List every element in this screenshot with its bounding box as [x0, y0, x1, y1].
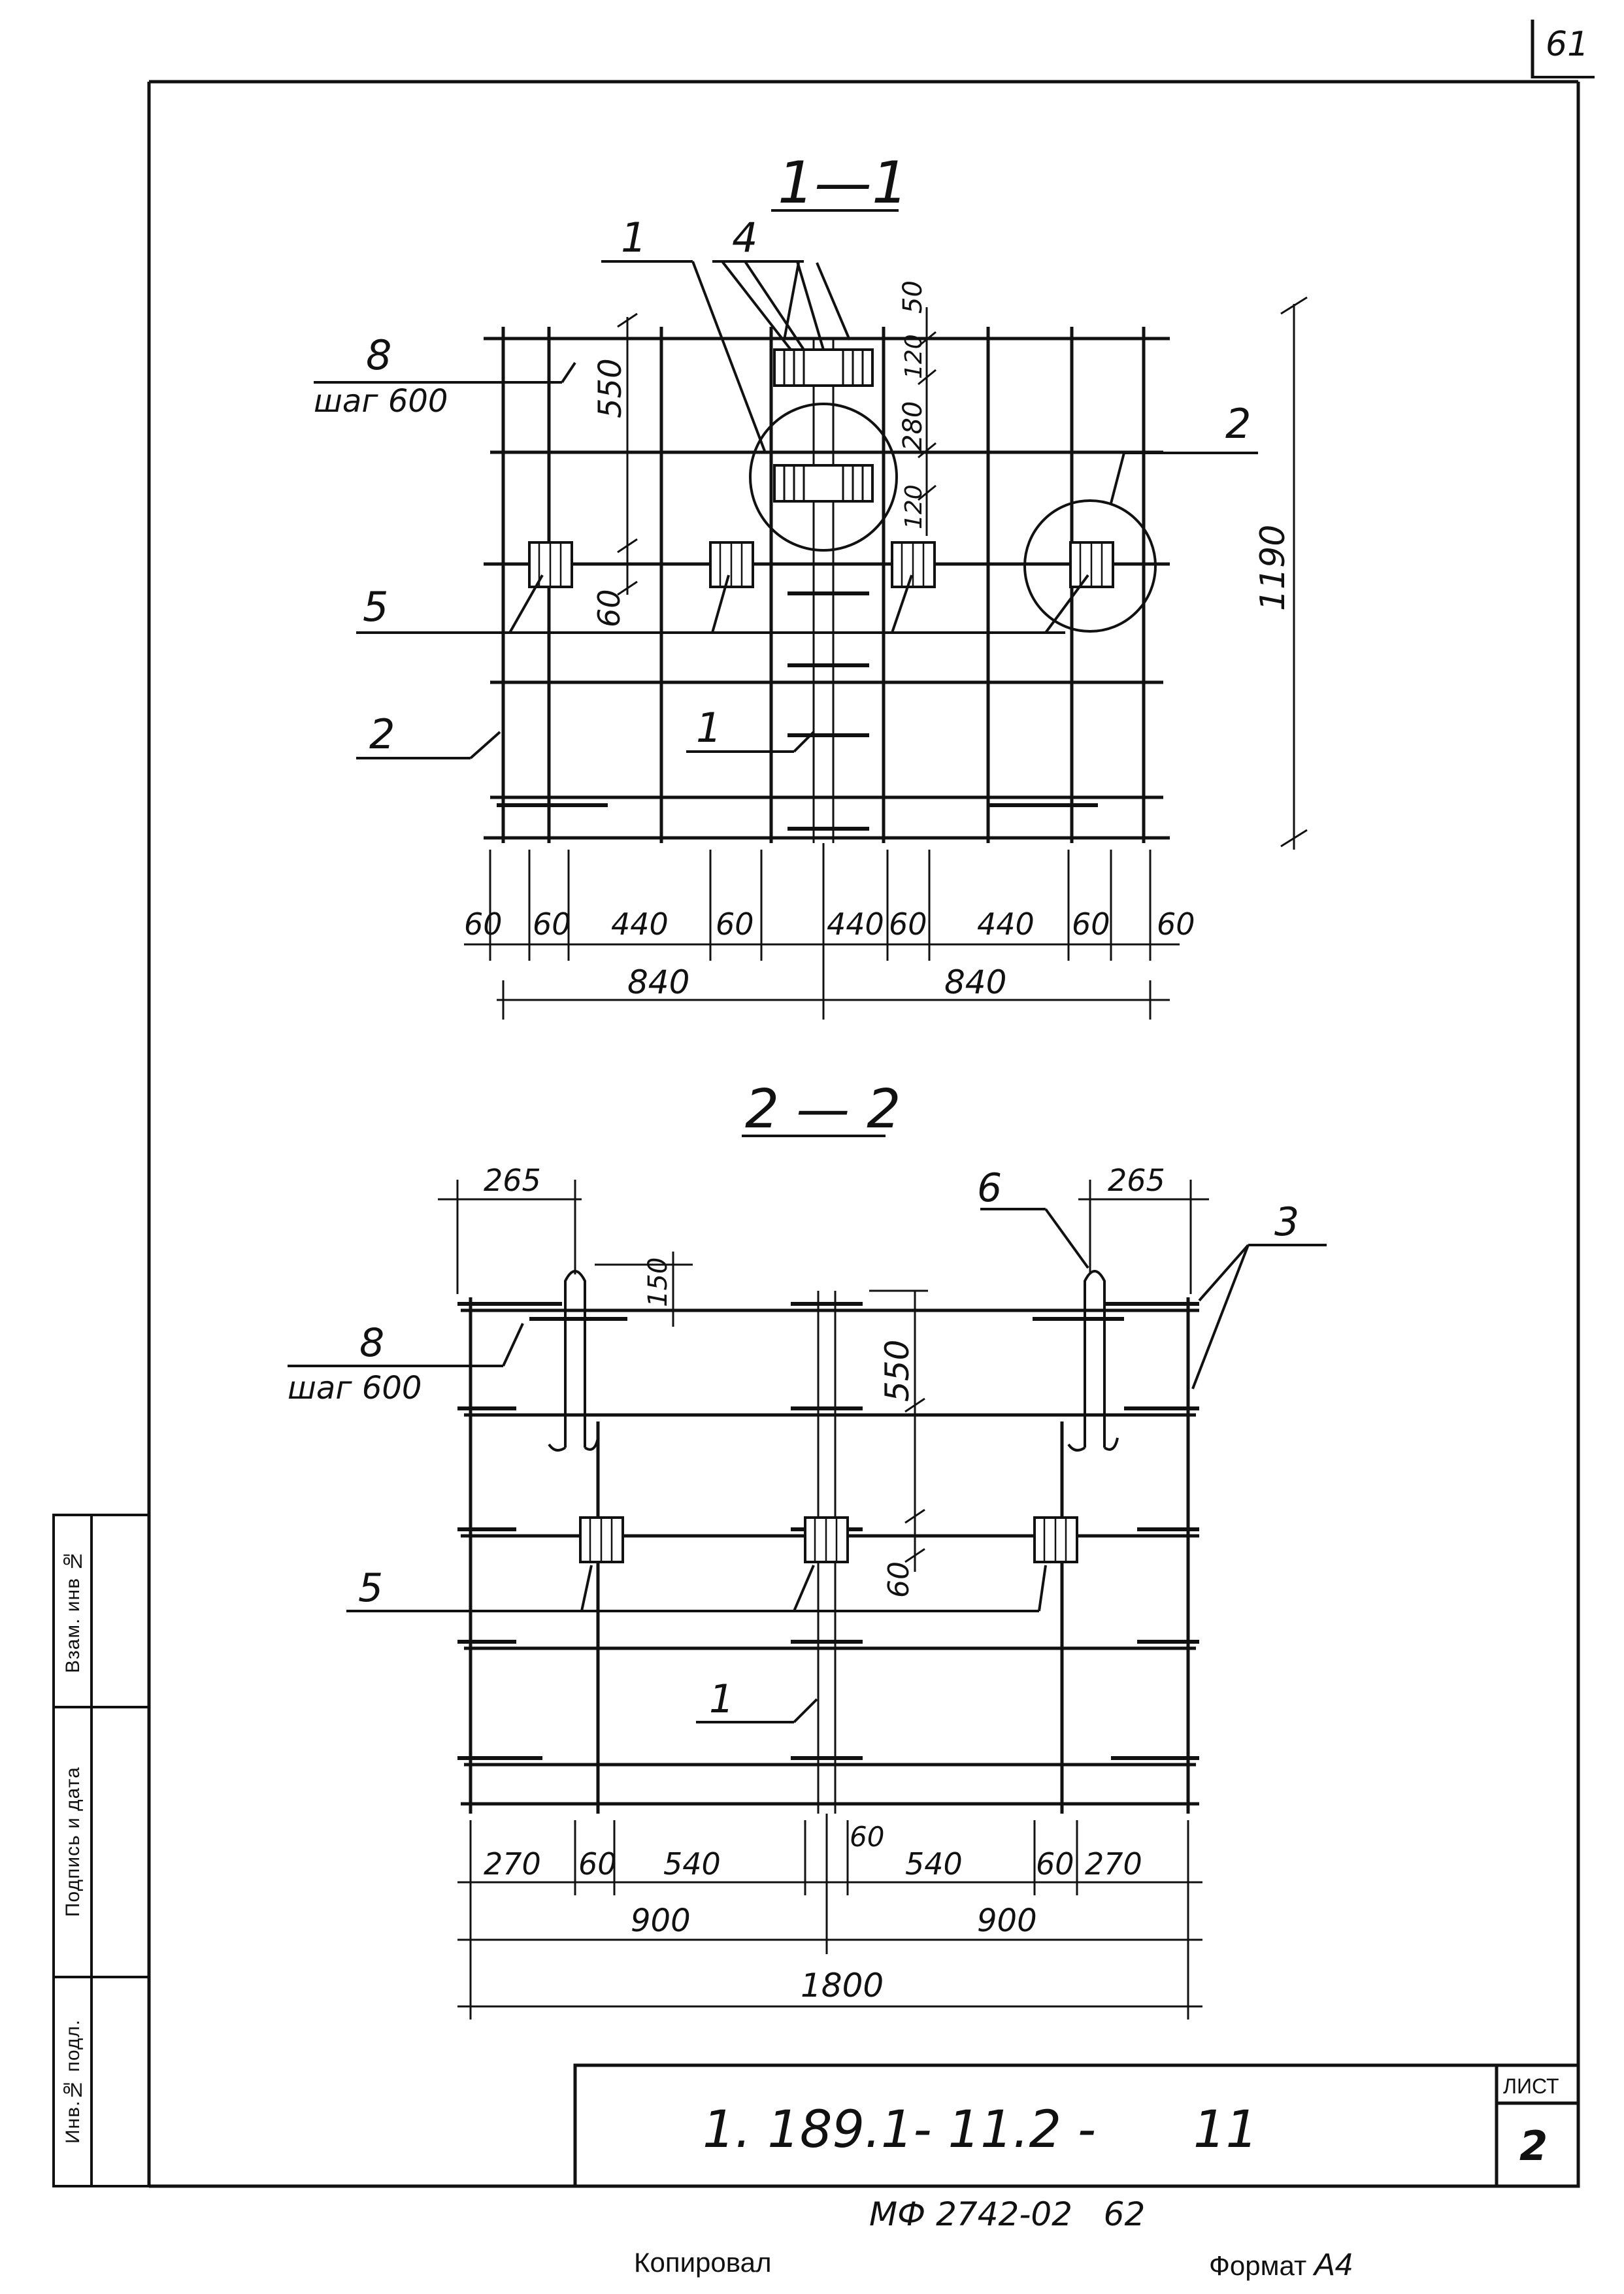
- callout-4: 4: [732, 214, 757, 261]
- dim-280: 280: [898, 401, 928, 451]
- callout-5: 5: [363, 583, 388, 631]
- dim-120-a: 120: [901, 334, 927, 379]
- dim-bottom-4: 60: [716, 906, 754, 942]
- sheet-number: 2: [1519, 2122, 1548, 2170]
- podpis-data-label: Подпись и дата: [62, 1767, 84, 1918]
- inv-podl-label: Инв.№ подл.: [62, 2019, 84, 2144]
- dim-265-right: 265: [1108, 1163, 1165, 1198]
- section-1-bottom-dim-chain: [464, 843, 1180, 1020]
- section-2-2: 2 — 2: [288, 1078, 1327, 2020]
- dim-s2-half-a: 900: [631, 1903, 691, 1939]
- callout-3: 3: [1274, 1199, 1299, 1245]
- format-label-text: Формат: [1209, 2250, 1307, 2281]
- dim-s2-half-b: 900: [977, 1903, 1037, 1939]
- dim-bottom-1: 60: [464, 906, 503, 942]
- dim-bottom-6: 60: [889, 906, 927, 942]
- dim-s2-bottom-6: 270: [1085, 1846, 1142, 1882]
- section-1-bottom-dim-text: 60 60 440 60 440 60 440 60 60 840 840: [464, 906, 1195, 1001]
- dim-bottom-7: 440: [977, 906, 1035, 942]
- callout-8-s2: 8: [359, 1320, 384, 1366]
- dim-1190: 1190: [1253, 525, 1293, 611]
- callout-2-left: 2: [369, 710, 395, 758]
- title-block: [573, 2063, 1580, 2188]
- side-stamp-frame: [52, 1514, 150, 2187]
- section-1-leaders: [314, 260, 1258, 759]
- dim-bottom-2: 60: [533, 906, 571, 942]
- dim-s2-bottom-5: 60: [1036, 1846, 1074, 1882]
- dim-s2-bottom-3: 540: [663, 1846, 721, 1882]
- detail-circle-1: [749, 403, 898, 552]
- callout-1-bottom: 1: [696, 704, 721, 752]
- dim-s2-total: 1800: [801, 1967, 884, 2004]
- dim-s2-bottom-4: 540: [905, 1846, 963, 1882]
- dim-50: 50: [898, 280, 928, 314]
- section-1-1-title: 1—1: [778, 149, 908, 216]
- section-2-clamps: [579, 1516, 1078, 1563]
- dim-150: 150: [643, 1257, 673, 1307]
- dim-60-vertical-s2: 60: [882, 1561, 916, 1598]
- section-2-2-title: 2 — 2: [745, 1078, 901, 1140]
- section-1-horizontal-bars: [484, 337, 1170, 840]
- callout-8-step-s2: шаг 600: [288, 1370, 422, 1406]
- callout-8: 8: [366, 331, 391, 379]
- dim-half-b: 840: [944, 963, 1006, 1001]
- document-code: 1. 189.1- 11.2 - 11: [703, 2101, 1258, 2159]
- section-1-1: 1—1: [314, 149, 1308, 1020]
- dim-bottom-9: 60: [1157, 906, 1195, 942]
- dim-s2-bottom-1: 270: [484, 1846, 541, 1882]
- dim-bottom-5: 440: [827, 906, 884, 942]
- archive-stamp: МФ 2742-02 62: [869, 2195, 1145, 2233]
- section-2-leaders: [288, 1208, 1327, 1723]
- format-label: Формат А4: [1209, 2247, 1353, 2283]
- detail-circle-2: [1023, 499, 1157, 633]
- dim-s2-bottom-2: 60: [578, 1846, 617, 1882]
- section-1-short-bars: [497, 591, 1098, 831]
- dim-half-a: 840: [627, 963, 689, 1001]
- sheet-label: ЛИСТ: [1503, 2074, 1559, 2098]
- callout-2-right: 2: [1225, 400, 1251, 448]
- section-2-bottom-dim-chain: [457, 1814, 1202, 2020]
- section-1-anchor-plates: [773, 348, 874, 503]
- copied-label: Копировал: [634, 2247, 772, 2278]
- section-1-clamps: [528, 541, 1114, 588]
- dim-550-s2: 550: [878, 1340, 916, 1402]
- section-1-dim-lines: [617, 296, 1308, 850]
- callout-1-s2: 1: [709, 1676, 734, 1722]
- dim-120-b: 120: [901, 484, 927, 529]
- callout-1-top: 1: [621, 214, 646, 261]
- callout-5-s2: 5: [358, 1565, 383, 1611]
- vzam-inv-label: Взам. инв №: [62, 1549, 84, 1673]
- dim-s2-60-mid: 60: [850, 1821, 884, 1853]
- dim-265-left: 265: [484, 1163, 541, 1198]
- dim-bottom-8: 60: [1072, 906, 1110, 942]
- page-number: 61: [1546, 25, 1589, 64]
- dim-60-vertical: 60: [591, 589, 627, 627]
- format-value: А4: [1314, 2248, 1353, 2282]
- callout-6: 6: [977, 1165, 1002, 1211]
- section-2-top-dims: [438, 1180, 1209, 1572]
- dim-550: 550: [592, 358, 629, 418]
- callout-8-step: шаг 600: [314, 383, 448, 420]
- section-2-hooks: [548, 1270, 1119, 1452]
- section-1-vertical-bars: [501, 327, 1146, 843]
- section-2-bottom-dim-text: 270 60 540 540 60 270 60 900 900 1800: [484, 1821, 1142, 2004]
- dim-bottom-3: 440: [611, 906, 669, 942]
